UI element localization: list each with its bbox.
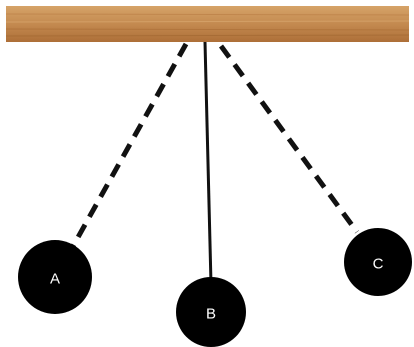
bob-a: A [18,240,92,314]
string-a-dashed [69,42,189,250]
bob-b-label: B [206,306,216,323]
wooden-support-bar [5,6,410,42]
bob-b: B [176,277,246,347]
bob-a-label: A [50,271,60,288]
string-b-solid [203,41,213,285]
string-c-dashed [218,44,360,234]
bob-c: C [344,228,412,296]
bob-c-label: C [373,256,384,273]
